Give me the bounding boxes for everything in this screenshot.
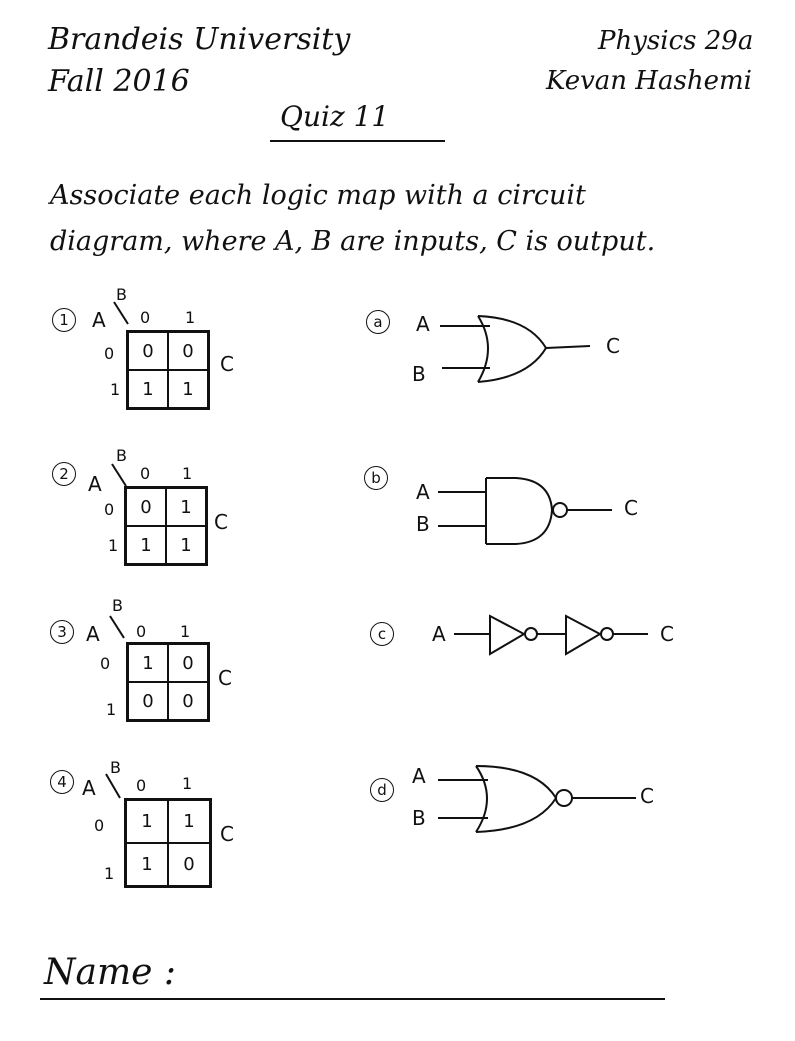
map-cell: 0 xyxy=(168,682,208,720)
circuit-output: C xyxy=(624,496,638,520)
map-grid: 1 1 1 0 xyxy=(124,798,212,888)
map-grid: 0 0 1 1 xyxy=(126,330,210,410)
map-row-header: 0 xyxy=(100,654,111,673)
map-diagonal xyxy=(113,301,129,325)
name-label: Name : xyxy=(44,952,176,993)
map-col-header: 1 xyxy=(182,774,193,793)
double-inverter-symbol xyxy=(454,614,648,656)
instructions-line-2: diagram, where A, B are inputs, C is out… xyxy=(50,226,656,257)
quiz-title: Quiz 11 xyxy=(280,100,390,133)
map-cell: 0 xyxy=(128,332,168,370)
circuit-letter: a xyxy=(366,310,390,334)
map-row-header: 0 xyxy=(104,344,115,363)
map-cell: 1 xyxy=(166,488,206,526)
map-cell: 1 xyxy=(128,644,168,682)
instructions-line-1: Associate each logic map with a circuit xyxy=(50,180,586,211)
circuit-letter: b xyxy=(364,466,388,490)
map-cell: 1 xyxy=(126,526,166,564)
map-a-label: A xyxy=(82,776,96,800)
map-col-header: 0 xyxy=(140,308,151,327)
map-number: 2 xyxy=(52,462,76,486)
map-cell: 1 xyxy=(168,800,210,843)
map-c-label: C xyxy=(218,666,232,690)
circuit-letter: c xyxy=(370,622,394,646)
university-name: Brandeis University xyxy=(48,22,351,57)
map-b-label: B xyxy=(112,596,123,615)
map-col-header: 1 xyxy=(180,622,191,641)
map-b-label: B xyxy=(116,446,127,465)
map-a-label: A xyxy=(88,472,102,496)
map-c-label: C xyxy=(220,822,234,846)
map-number: 3 xyxy=(50,620,74,644)
instructor-name: Kevan Hashemi xyxy=(546,66,752,96)
map-cell: 0 xyxy=(168,644,208,682)
map-b-label: B xyxy=(116,285,127,304)
map-row-header: 1 xyxy=(106,700,117,719)
map-row-header: 1 xyxy=(108,536,119,555)
nand-gate-symbol xyxy=(438,477,612,545)
map-grid: 0 1 1 1 xyxy=(124,486,208,566)
map-diagonal xyxy=(109,615,125,639)
circuit-input-a: A xyxy=(412,764,426,788)
map-cell: 0 xyxy=(126,488,166,526)
map-col-header: 0 xyxy=(136,622,147,641)
map-row-header: 1 xyxy=(104,864,115,883)
map-row-header: 1 xyxy=(110,380,121,399)
map-col-header: 0 xyxy=(136,776,147,795)
map-diagonal xyxy=(105,773,121,799)
map-col-header: 1 xyxy=(182,464,193,483)
map-c-label: C xyxy=(220,352,234,376)
map-a-label: A xyxy=(92,308,106,332)
map-b-label: B xyxy=(110,758,121,777)
map-row-header: 0 xyxy=(94,816,105,835)
map-cell: 1 xyxy=(126,843,168,886)
map-cell: 1 xyxy=(168,370,208,408)
map-cell: 1 xyxy=(128,370,168,408)
circuit-input-b: B xyxy=(412,806,426,830)
name-field-line[interactable] xyxy=(40,998,665,1000)
circuit-output: C xyxy=(660,622,674,646)
title-underline xyxy=(270,140,445,142)
map-number: 1 xyxy=(52,308,76,332)
term: Fall 2016 xyxy=(48,64,190,99)
circuit-input-b: B xyxy=(412,362,426,386)
circuit-output: C xyxy=(640,784,654,808)
map-cell: 1 xyxy=(126,800,168,843)
nor-gate-symbol xyxy=(438,765,636,833)
or-gate-symbol xyxy=(440,315,591,383)
map-row-header: 0 xyxy=(104,500,115,519)
circuit-input-a: A xyxy=(416,480,430,504)
map-cell: 0 xyxy=(168,843,210,886)
map-grid: 1 0 0 0 xyxy=(126,642,210,722)
circuit-input-a: A xyxy=(432,622,446,646)
map-cell: 1 xyxy=(166,526,206,564)
map-number: 4 xyxy=(50,770,74,794)
map-cell: 0 xyxy=(128,682,168,720)
map-a-label: A xyxy=(86,622,100,646)
circuit-input-b: B xyxy=(416,512,430,536)
map-c-label: C xyxy=(214,510,228,534)
circuit-output: C xyxy=(606,334,620,358)
circuit-input-a: A xyxy=(416,312,430,336)
circuit-letter: d xyxy=(370,778,394,802)
course-name: Physics 29a xyxy=(598,26,754,56)
map-cell: 0 xyxy=(168,332,208,370)
map-col-header: 1 xyxy=(185,308,196,327)
map-col-header: 0 xyxy=(140,464,151,483)
map-diagonal xyxy=(111,463,127,487)
